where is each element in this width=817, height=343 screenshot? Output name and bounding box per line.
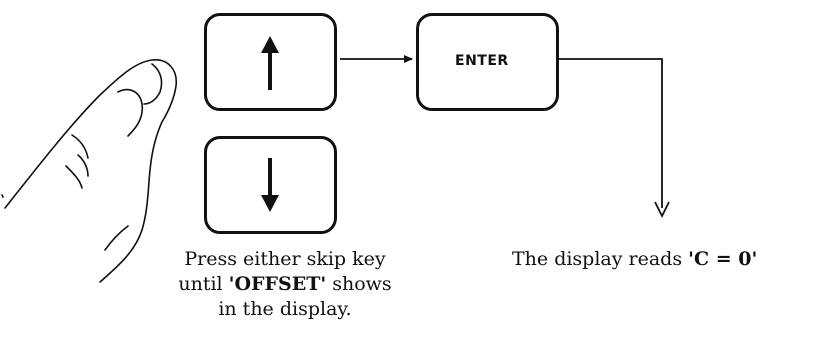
caption-line-1: Press either skip key	[184, 248, 386, 270]
enter-key-label: ENTER	[455, 53, 509, 69]
pointing-finger-icon	[1, 59, 177, 283]
offset-keyword: 'OFFSET'	[228, 273, 327, 295]
caption-press-skip-key: Press either skip key until 'OFFSET' sho…	[150, 247, 420, 322]
skip-up-key[interactable]	[204, 13, 337, 111]
display-value: 'C = 0'	[688, 248, 758, 270]
caption-line-2: until 'OFFSET' shows	[178, 273, 392, 295]
caption-line-3: in the display.	[218, 298, 352, 320]
arrow-to-display-text	[559, 58, 670, 219]
enter-key[interactable]: ENTER	[416, 13, 559, 111]
down-arrow-icon	[261, 158, 279, 212]
skip-down-key[interactable]	[204, 136, 337, 234]
caption-display-reads: The display reads 'C = 0'	[512, 248, 758, 270]
up-arrow-icon	[261, 36, 279, 90]
